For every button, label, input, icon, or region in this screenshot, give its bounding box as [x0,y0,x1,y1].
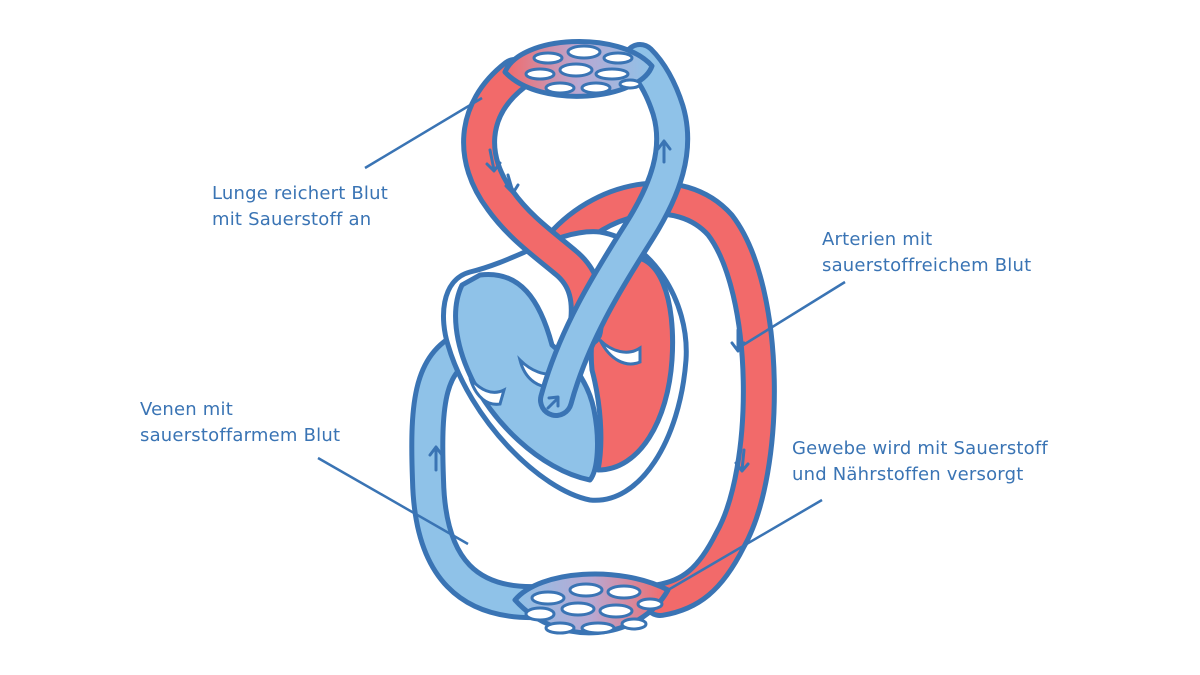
leader-line-arterien [739,280,846,349]
label-lunge-line2: mit Sauerstoff an [212,209,372,230]
label-venen-line1: Venen mit [140,399,233,420]
leader-line-lunge [364,96,483,170]
flow-arrows-pulmonary [485,139,672,410]
flow-arrows-systemic [428,328,750,473]
tissue-capillary-bed [512,571,671,636]
label-gewebe-line1: Gewebe wird mit Sauerstoff [792,438,1048,459]
label-gewebe-line2: und Nährstoffen versorgt [792,464,1024,485]
label-arterien-line2: sauerstoffreichem Blut [822,255,1032,276]
label-venen: Venen mit sauerstoffarmem Blut [140,397,340,449]
lung-capillary-bed [502,39,655,99]
right-heart-chamber [453,271,600,483]
leader-lines [317,96,846,592]
label-arterien-line1: Arterien mit [822,229,933,250]
label-venen-line2: sauerstoffarmem Blut [140,425,341,446]
label-lunge-line1: Lunge reichert Blut [212,183,389,204]
pulmonary-circulation [461,39,691,418]
label-lunge: Lunge reichert Blut mit Sauerstoff an [212,181,388,233]
label-gewebe: Gewebe wird mit Sauerstoff und Nährstoff… [792,436,1048,488]
leader-line-gewebe [667,498,823,592]
leader-line-venen [317,456,469,546]
label-arterien: Arterien mit sauerstoffreichem Blut [822,227,1031,279]
